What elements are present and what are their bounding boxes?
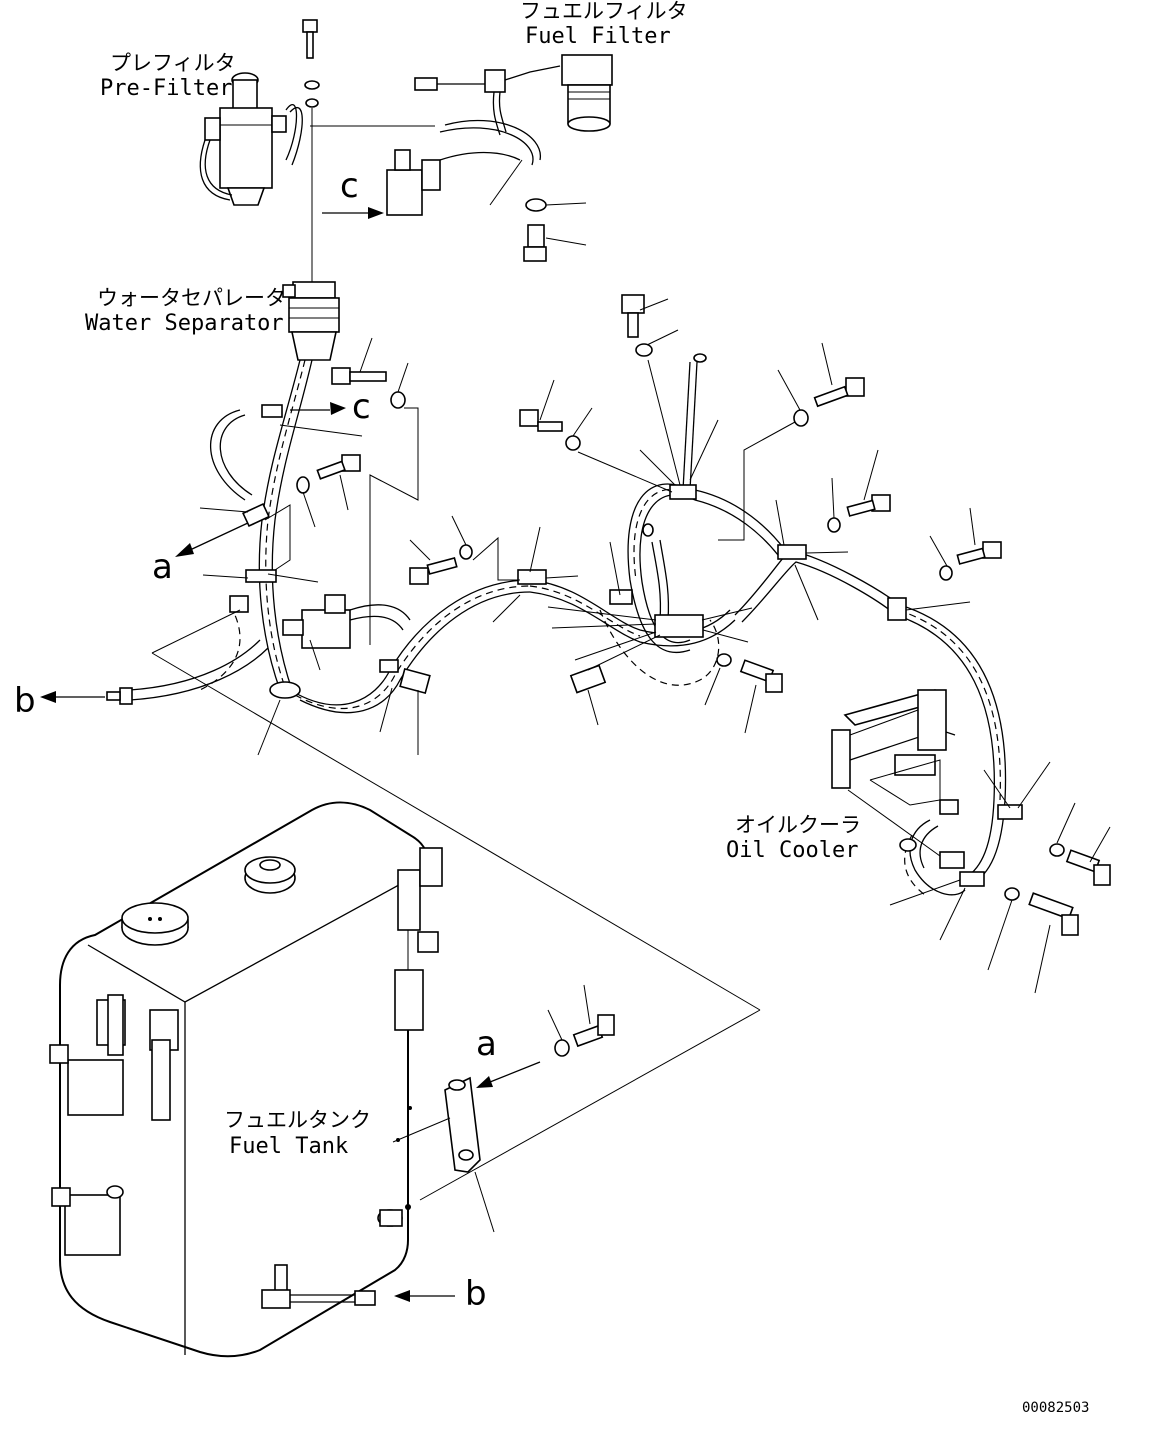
view-letter-b-left: b: [14, 681, 36, 721]
selector-valve: [282, 594, 411, 649]
view-letter-c-mid: c: [352, 387, 371, 427]
fuel-tank-label-jp: フュエルタンク: [224, 1108, 371, 1132]
prefilter-bolt-stack: [302, 19, 320, 290]
pre-filter-label-en: Pre-Filter: [100, 76, 232, 101]
arrow-b-left: [40, 691, 105, 703]
water-separator-label-en: Water Separator: [85, 311, 284, 336]
oil-cooler-label: オイルクーラ Oil Cooler: [726, 813, 861, 863]
view-letter-a-bottom: a: [476, 1024, 497, 1064]
arrow-c-mid: [290, 402, 346, 415]
fuel-hose-main: [129, 353, 1007, 886]
connector-b: [106, 595, 249, 705]
arrow-c-top: [322, 207, 384, 219]
arrow-a-bottom: [476, 1061, 541, 1088]
fuel-tank-label: フュエルタンク Fuel Tank: [224, 1108, 371, 1159]
view-letter-c-top: c: [340, 166, 359, 206]
view-letter-b-bottom: b: [465, 1274, 487, 1314]
pre-filter-label-jp: プレフィルタ: [110, 51, 236, 75]
document-id: 00082503: [1022, 1400, 1089, 1416]
arrow-b-bottom: [394, 1290, 455, 1302]
fuel-filter-bolt: [489, 159, 587, 262]
construction-lines: [151, 609, 761, 1201]
fuel-filter-label: フュエルフィルタ Fuel Filter: [520, 0, 688, 49]
oil-cooler-label-jp: オイルクーラ: [735, 813, 861, 837]
fuel-valve-c: [386, 149, 521, 216]
fuel-filter-assembly: [414, 54, 613, 166]
fuel-tank-label-en: Fuel Tank: [229, 1134, 348, 1159]
water-separator-label-jp: ウォータセパレータ: [97, 286, 286, 310]
pre-filter-label: プレフィルタ Pre-Filter: [100, 51, 236, 101]
hose-clamps: [242, 404, 1023, 887]
fuel-filter-label-jp: フュエルフィルタ: [520, 0, 688, 23]
leader-lines: [199, 298, 1111, 1233]
oil-cooler-label-en: Oil Cooler: [726, 838, 858, 863]
arrow-a-top: [175, 521, 251, 557]
fuel-filter-label-en: Fuel Filter: [525, 24, 671, 49]
fuel-tank: [49, 801, 443, 1358]
bolts-washers: [296, 294, 1111, 1057]
pre-filter-assembly: [199, 72, 303, 206]
water-separator-assembly: [282, 281, 340, 361]
view-letter-a-top: a: [152, 547, 173, 587]
water-separator-label: ウォータセパレータ Water Separator: [85, 286, 286, 336]
tank-mount-bracket: [444, 1076, 481, 1173]
oil-cooler-assembly: [831, 689, 966, 896]
